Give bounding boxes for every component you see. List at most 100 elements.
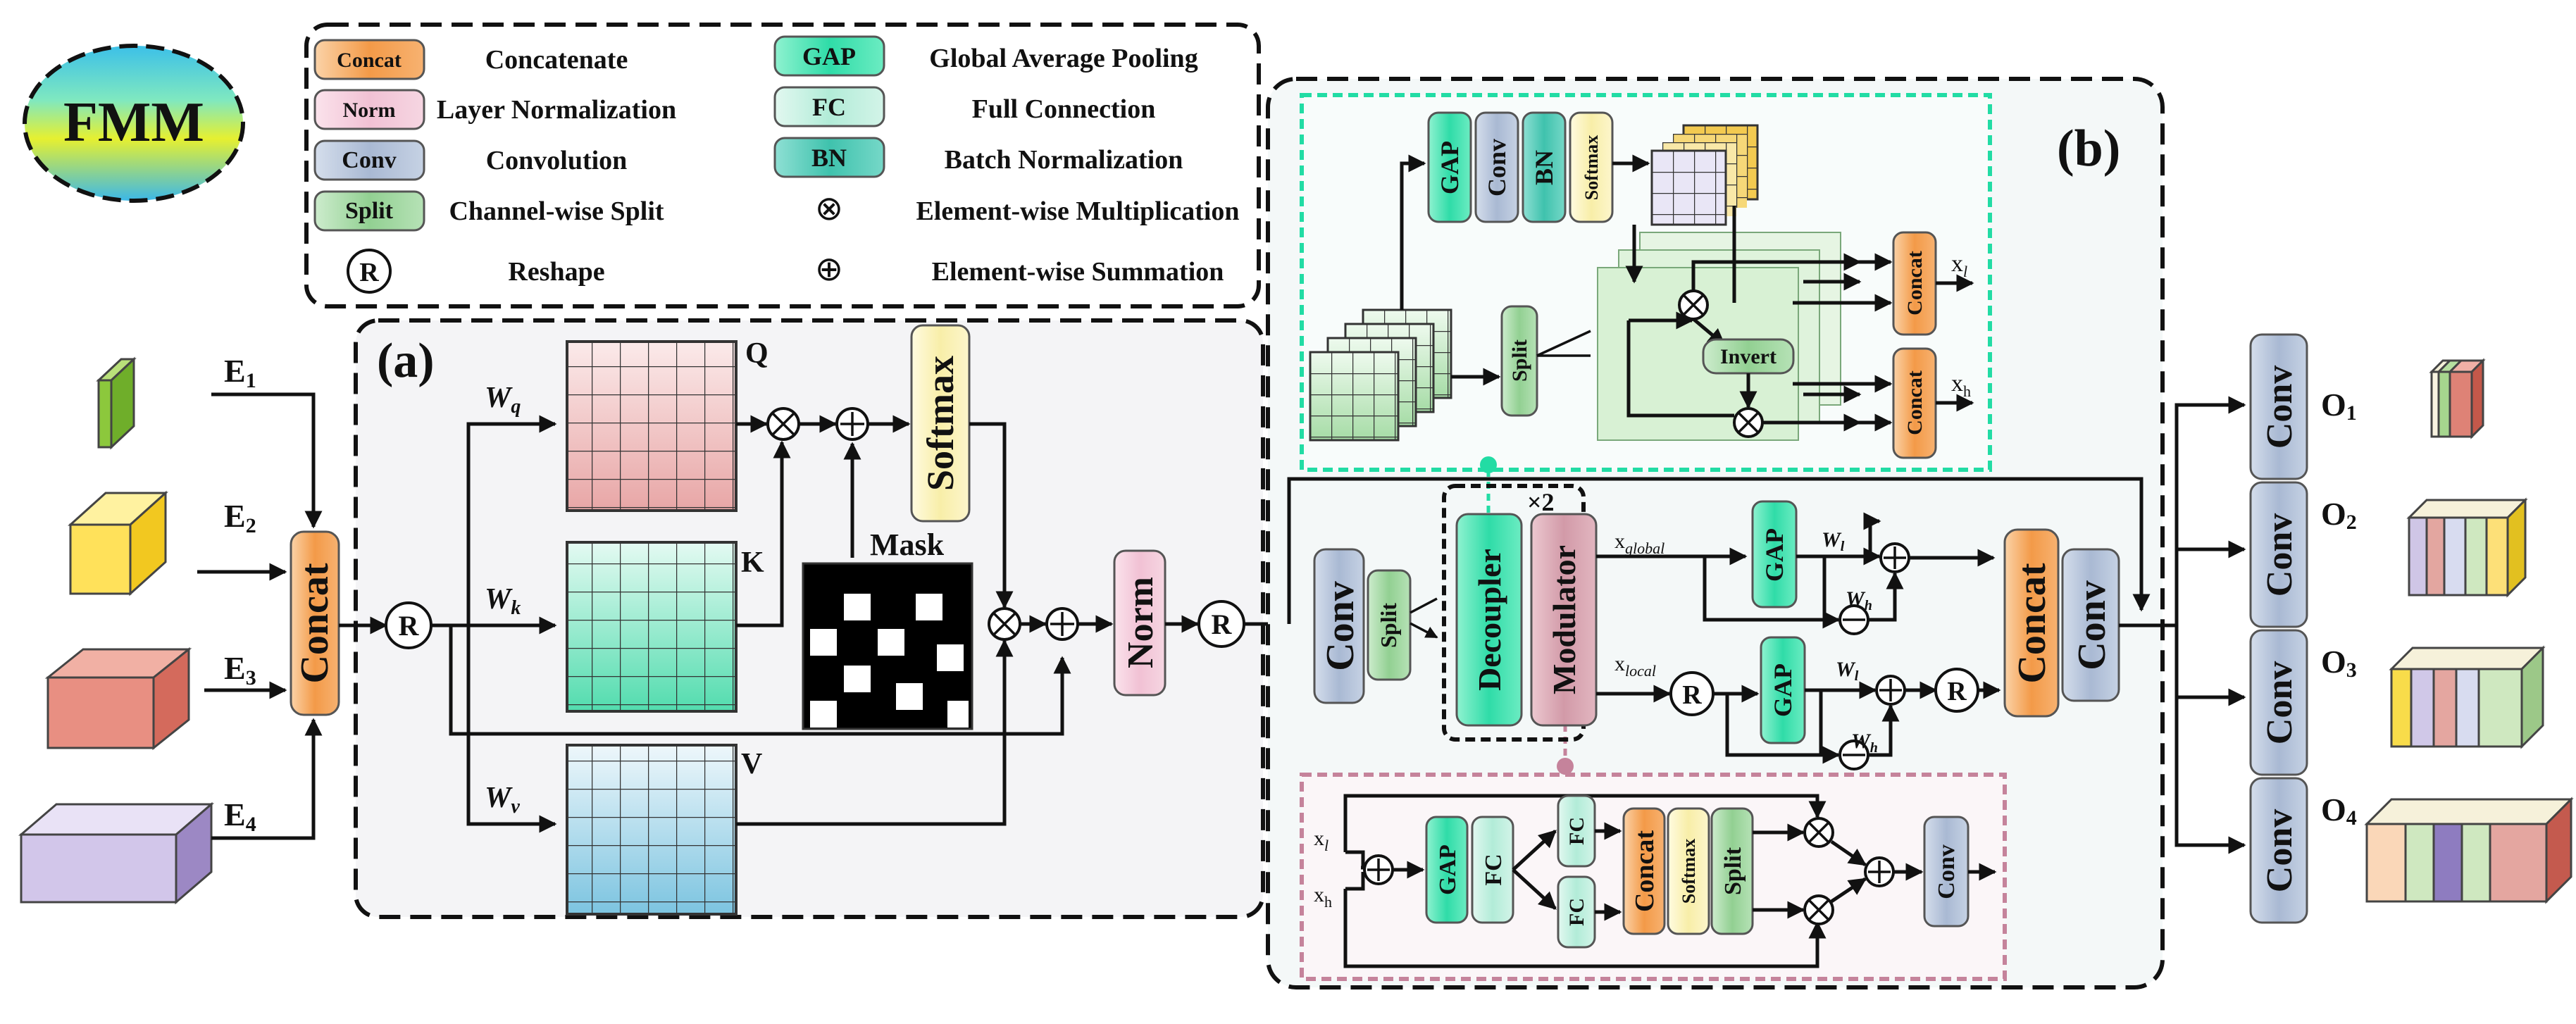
legend-split-swatch [313, 190, 425, 232]
output-conv-blocks: Conv Conv Conv Conv [2249, 333, 2308, 924]
legend-reshape-symbol [347, 249, 392, 294]
panel-a-reshape-out-label: R [1212, 608, 1233, 640]
mask-label: Mask [870, 527, 945, 562]
legend-conv-swatch [313, 139, 425, 181]
decoupler-invert-label: Invert [1720, 345, 1777, 368]
legend-fc-desc: Full Connection [972, 94, 1156, 124]
matrix-q [566, 340, 738, 512]
local-wh-label: Wh [1851, 730, 1878, 756]
legend-concat-tag: Concat [337, 49, 402, 72]
weight-wq-label: Wq [485, 382, 521, 418]
panel-b-global-branch: GAP [1596, 500, 1996, 635]
local-reshape-label: R [1682, 680, 1702, 710]
mask-matrix [802, 562, 973, 730]
input-e3-cube [44, 647, 192, 751]
legend-gap-swatch [773, 35, 885, 77]
output-conv-label-1: Conv [2260, 366, 2300, 449]
panel-a-norm-block: Norm [1113, 549, 1166, 697]
input-e1-cube [96, 356, 137, 450]
decoupler-split-block: Split [1500, 305, 1538, 417]
panel-b-repeat-label: ×2 [1527, 488, 1555, 516]
global-wh-label: Wh [1846, 587, 1872, 613]
legend-concat-desc: Concatenate [485, 45, 628, 75]
decoupler-bn-label: BN [1530, 150, 1558, 185]
legend-reshape-tag: R [359, 258, 379, 287]
output-o1-label: O1 [2321, 387, 2357, 425]
panel-b-label: (b) [2057, 120, 2120, 177]
legend-split-tag: Split [345, 198, 394, 224]
modulator-conv-label: Conv [1934, 844, 1960, 899]
decoupler-attention-row: GAP Conv BN Softmax [1427, 111, 1650, 223]
decoupler-gap-label: GAP [1436, 141, 1464, 194]
modulator-fc-label-3: FC [1565, 898, 1588, 926]
legend-norm-tag: Norm [343, 99, 396, 122]
legend-multiply-icon: ⊗ [815, 190, 843, 227]
legend-gap-tag: GAP [802, 42, 856, 70]
decoupler-split-label: Split [1508, 339, 1531, 382]
decoupler-link-dot [1480, 456, 1497, 473]
panel-b-conv-label: Conv [1319, 581, 1362, 671]
panel-a-label: (a) [377, 334, 435, 388]
fmm-badge: FMM [23, 44, 245, 203]
panel-b-conv-out-label: Conv [2070, 580, 2114, 670]
output-o3-label: O3 [2321, 644, 2357, 682]
weight-wv-label: Wv [485, 782, 520, 818]
modulator-softmax-label: Softmax [1679, 839, 1699, 904]
output-conv-label-2: Conv [2260, 513, 2300, 597]
decoupler-kernel-stack [1650, 124, 1759, 226]
legend-conv-tag: Conv [342, 147, 396, 173]
panel-a-reshape-label: R [399, 610, 420, 642]
decoupler-xh-label: xh [1951, 370, 1971, 400]
modulator-xh-label: xh [1314, 883, 1332, 911]
modulator-gap-label: GAP [1435, 844, 1461, 895]
legend: Concat Concatenate Norm Layer Normalizat… [304, 23, 1261, 308]
output-o4-cube [2364, 797, 2574, 904]
output-conv-label-4: Conv [2260, 809, 2300, 892]
input-features [18, 356, 215, 905]
panel-a-concat-block: Concat [290, 530, 340, 716]
legend-multiply-desc: Element-wise Multiplication [916, 196, 1239, 226]
decoupler-xl-label: xl [1951, 251, 1967, 280]
panel-b-local-branch: R GAP R [1596, 636, 2001, 770]
matrix-q-label: Q [745, 337, 769, 370]
legend-norm-desc: Layer Normalization [437, 95, 676, 125]
legend-split-desc: Channel-wise Split [449, 196, 664, 226]
modulator-fc-label: FC [1481, 854, 1507, 885]
legend-norm-swatch [313, 89, 425, 130]
panel-b-skip-connection [1287, 477, 2151, 624]
output-o3-cube [2389, 645, 2546, 749]
matrix-k [566, 541, 738, 713]
modulator-fc-label-2: FC [1565, 817, 1588, 845]
panel-b-decoupler-label: Decoupler [1471, 549, 1507, 691]
legend-conv-desc: Convolution [486, 146, 628, 175]
input-e4-cube [18, 801, 215, 905]
decoupler-concat-blocks: Concat Concat [1860, 231, 1974, 459]
panel-a-ops [736, 407, 911, 627]
input-e3-label: E3 [224, 650, 256, 689]
decoupler-concat-label-1: Concat [1903, 251, 1927, 316]
legend-bn-tag: BN [811, 144, 847, 172]
fmm-title: FMM [63, 92, 204, 154]
local-gap-label: GAP [1769, 663, 1797, 717]
decoupler-invert-area: Invert [1536, 206, 1862, 441]
input-arrows [197, 392, 323, 840]
legend-sum-desc: Element-wise Summation [932, 257, 1224, 287]
weight-wk-label: Wk [485, 583, 521, 619]
matrix-v-label: V [741, 748, 762, 780]
panel-b-main-row: Conv Split Decoupler Modulator ×2 [1313, 484, 1598, 742]
legend-gap-desc: Global Average Pooling [929, 44, 1197, 73]
input-e2-label: E2 [224, 498, 256, 537]
output-o2-label: O2 [2321, 496, 2357, 534]
input-e4-label: E4 [224, 797, 256, 836]
global-gap-label: GAP [1760, 528, 1788, 582]
decoupler-conv-label: Conv [1483, 139, 1511, 196]
output-o2-cube [2406, 497, 2528, 598]
legend-bn-swatch [773, 137, 885, 178]
panel-a-qkv-branches [431, 415, 1071, 833]
modulator-concat-label: Concat [1630, 830, 1660, 912]
output-o4-label: O4 [2321, 792, 2357, 830]
decoupler-input-stack [1309, 308, 1452, 442]
legend-sum-icon: ⊕ [815, 251, 843, 288]
legend-concat-swatch [313, 39, 425, 80]
